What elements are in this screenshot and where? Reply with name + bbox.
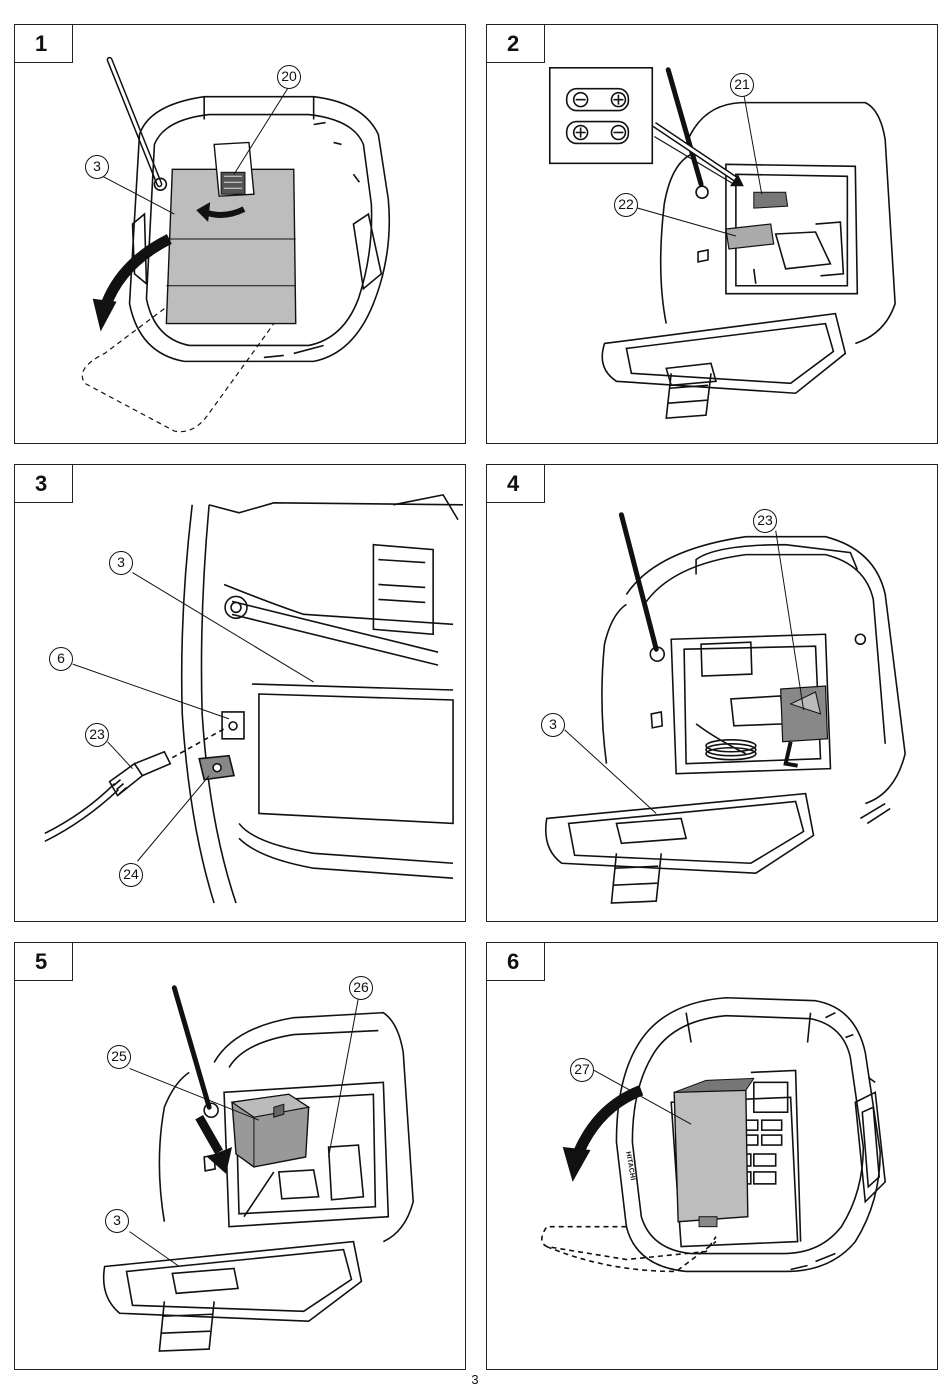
callout-26: 26 xyxy=(349,976,373,1000)
figure-5-number: 5 xyxy=(35,951,47,973)
figure-1-illustration xyxy=(15,25,465,443)
callout-3: 3 xyxy=(541,713,565,737)
figure-5-illustration xyxy=(15,943,465,1369)
figure-5: 5 26 25 3 xyxy=(14,942,466,1370)
figure-2-number: 2 xyxy=(507,33,519,55)
figure-6: HITACHI 6 27 xyxy=(486,942,938,1370)
figure-6-illustration xyxy=(487,943,937,1369)
callout-20: 20 xyxy=(277,65,301,89)
figure-6-number: 6 xyxy=(507,951,519,973)
callout-3: 3 xyxy=(85,155,109,179)
callout-24: 24 xyxy=(119,863,143,887)
callout-27: 27 xyxy=(570,1058,594,1082)
callout-25: 25 xyxy=(107,1045,131,1069)
callout-3: 3 xyxy=(105,1209,129,1233)
callout-3: 3 xyxy=(109,551,133,575)
figure-4-illustration xyxy=(487,465,937,921)
figure-3-illustration xyxy=(15,465,465,921)
figure-4: 4 23 3 xyxy=(486,464,938,922)
figure-4-number: 4 xyxy=(507,473,519,495)
callout-23: 23 xyxy=(85,723,109,747)
page-number: 3 xyxy=(466,1372,484,1387)
callout-22: 22 xyxy=(614,193,638,217)
figure-3: 3 3 6 23 24 xyxy=(14,464,466,922)
callout-21: 21 xyxy=(730,73,754,97)
callout-23: 23 xyxy=(753,509,777,533)
figure-3-number: 3 xyxy=(35,473,47,495)
callout-6: 6 xyxy=(49,647,73,671)
figure-1: 1 20 3 xyxy=(14,24,466,444)
figure-1-number: 1 xyxy=(35,33,47,55)
figure-2: 2 21 22 xyxy=(486,24,938,444)
figure-2-illustration xyxy=(487,25,937,443)
